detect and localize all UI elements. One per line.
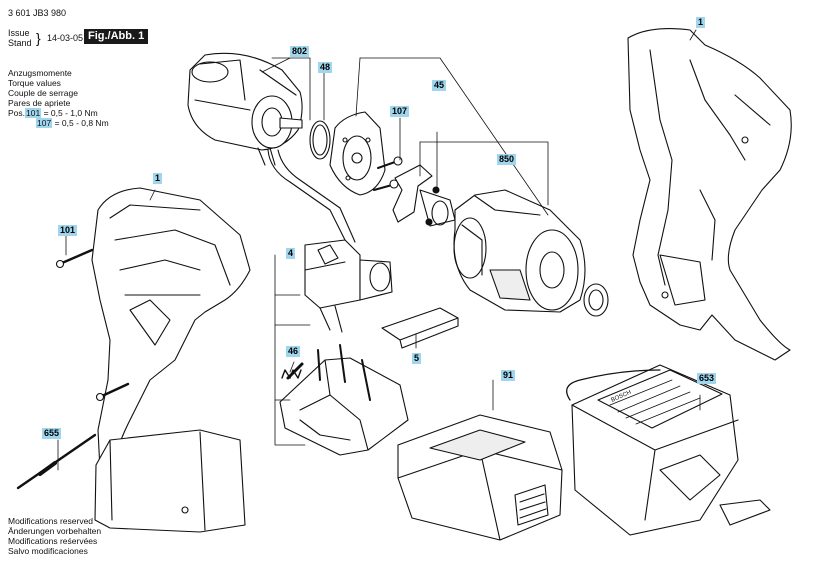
o-ring-drawing <box>309 120 331 160</box>
part-tag-91: 91 <box>501 370 516 381</box>
torque-value: = 0,5 - 0,8 Nm <box>54 118 109 128</box>
part-tag-107: 107 <box>390 106 410 117</box>
torque-line: Torque values <box>8 78 61 88</box>
issue-label-de: Stand <box>8 38 32 48</box>
torque-prefix: Pos. <box>8 108 26 118</box>
spring-drawing <box>281 369 302 379</box>
torque-line: Pares de apriete <box>8 98 71 108</box>
torque-values: Anzugsmomente Torque values Couple de se… <box>8 68 109 128</box>
modifications-notice: Modifications reserved Änderungen vorbeh… <box>8 516 101 556</box>
gear-plate-drawing <box>329 111 386 196</box>
torque-pos: 107 <box>36 118 53 128</box>
figure-label: Fig./Abb. 1 <box>84 29 149 44</box>
part-tag-850: 850 <box>497 154 517 165</box>
part-tag-802: 802 <box>290 46 310 57</box>
issue-date: 14-03-05 <box>47 33 84 43</box>
charger-drawing: BOSCH <box>566 364 771 536</box>
battery-drawing <box>397 414 563 541</box>
right-housing-drawing <box>627 28 792 361</box>
contact-block-drawing <box>279 344 409 456</box>
part-tag-48: 48 <box>318 62 333 73</box>
slider-drawing <box>381 307 459 341</box>
torque-pos: 101 <box>25 108 42 118</box>
part-tag-4: 4 <box>286 248 296 259</box>
part-tag-653: 653 <box>697 373 717 384</box>
torque-row: Pos.101 = 0,5 - 1,0 Nm <box>8 108 109 118</box>
left-housing-drawing <box>91 187 251 533</box>
gear-housing-drawing <box>453 189 586 313</box>
motor-drawing <box>187 52 303 166</box>
part-tag-101: 101 <box>58 225 78 236</box>
part-tag-45: 45 <box>432 80 447 91</box>
bit-drawing <box>16 433 97 490</box>
torque-row: 107 = 0,5 - 0,8 Nm <box>8 118 109 128</box>
torque-line: Couple de serrage <box>8 88 78 98</box>
part-tag-1-left: 1 <box>153 173 163 184</box>
document-number: 3 601 JB3 980 <box>8 8 67 18</box>
footer-line: Modifications reserved <box>8 516 94 526</box>
collar-drawing <box>583 283 609 317</box>
torque-value: = 0,5 - 1,0 Nm <box>43 108 98 118</box>
issue-brace: } <box>36 30 41 46</box>
footer-line: Änderungen vorbehalten <box>8 526 102 536</box>
anvil-drawing <box>392 164 456 227</box>
part-tag-655: 655 <box>42 428 62 439</box>
part-tag-5: 5 <box>412 353 422 364</box>
footer-line: Salvo modificaciones <box>8 546 88 556</box>
part-tag-46: 46 <box>286 346 301 357</box>
footer-line: Modifications reśervées <box>8 536 98 546</box>
switch-drawing <box>267 149 393 333</box>
part-tag-1-right: 1 <box>696 17 706 28</box>
torque-line: Anzugsmomente <box>8 68 72 78</box>
issue-label-en: Issue <box>8 28 30 38</box>
